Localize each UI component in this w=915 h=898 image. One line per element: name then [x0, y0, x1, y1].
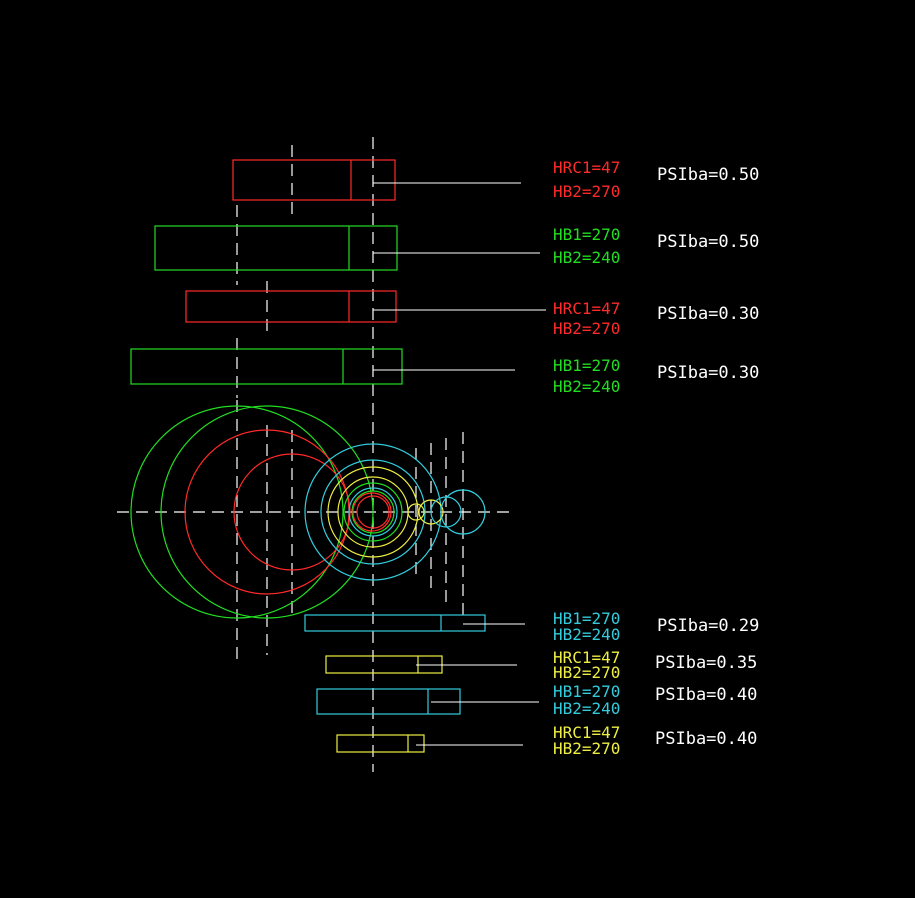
gear-circle-red-tiny — [356, 495, 390, 529]
gear-block-2 — [154, 225, 398, 271]
gear-circle-red-small — [352, 492, 392, 532]
upper-gear-blocks — [130, 159, 403, 385]
gear-circle-green-medium — [160, 405, 374, 619]
gear-circle-yellow-outer — [327, 466, 419, 558]
annotation-2-hardness2: HB2=240 — [553, 248, 620, 267]
annotations: HRC1=47 HB2=270 PSIba=0.50 HB1=270 HB2=2… — [553, 158, 759, 758]
gear-block-5 — [304, 614, 486, 632]
annotation-5-hardness1: HB1=270 — [553, 609, 620, 628]
gear-circle-green-small — [343, 482, 403, 542]
annotation-5-psi: PSIba=0.29 — [657, 616, 759, 636]
annotation-1-hardness2: HB2=270 — [553, 182, 620, 201]
annotation-2-hardness1: HB1=270 — [553, 225, 620, 244]
annotation-3-hardness1: HRC1=47 — [553, 299, 620, 318]
gear-circle-cyan-pinion — [430, 496, 462, 528]
annotation-6-hardness2: HB2=270 — [553, 663, 620, 682]
annotation-1-psi: PSIba=0.50 — [657, 165, 759, 185]
gear-circle-green-large — [130, 405, 344, 619]
gear-circles — [130, 405, 486, 619]
annotation-6-hardness1: HRC1=47 — [553, 648, 620, 667]
gear-block-4 — [130, 348, 403, 385]
gear-block-3 — [185, 290, 397, 323]
annotation-8-psi: PSIba=0.40 — [655, 729, 757, 749]
gear-circle-green-tiny — [351, 490, 395, 534]
gear-circle-cyan-pinion-2 — [440, 489, 486, 535]
gear-circle-cyan-mid — [320, 459, 426, 565]
annotation-1-hardness1: HRC1=47 — [553, 158, 620, 177]
gear-circle-cyan-small — [348, 487, 398, 537]
annotation-4-hardness2: HB2=240 — [553, 377, 620, 396]
annotation-4-psi: PSIba=0.30 — [657, 363, 759, 383]
annotation-3-psi: PSIba=0.30 — [657, 304, 759, 324]
annotation-8-hardness1: HRC1=47 — [553, 723, 620, 742]
gear-block-1 — [232, 159, 396, 201]
annotation-7-hardness2: HB2=240 — [553, 699, 620, 718]
annotation-2-psi: PSIba=0.50 — [657, 232, 759, 252]
gear-circle-yellow-pinion — [407, 503, 425, 521]
annotation-5-hardness2: HB2=240 — [553, 625, 620, 644]
annotation-7-psi: PSIba=0.40 — [655, 685, 757, 705]
gear-block-8 — [336, 734, 425, 753]
annotation-8-hardness2: HB2=270 — [553, 739, 620, 758]
gear-circle-red-medium — [233, 453, 351, 571]
annotation-7-hardness1: HB1=270 — [553, 682, 620, 701]
annotation-6-psi: PSIba=0.35 — [655, 653, 757, 673]
gear-circle-yellow-pinion-2 — [418, 499, 444, 525]
annotation-3-hardness2: HB2=270 — [553, 319, 620, 338]
leader-lines — [373, 182, 546, 746]
annotation-4-hardness1: HB1=270 — [553, 356, 620, 375]
